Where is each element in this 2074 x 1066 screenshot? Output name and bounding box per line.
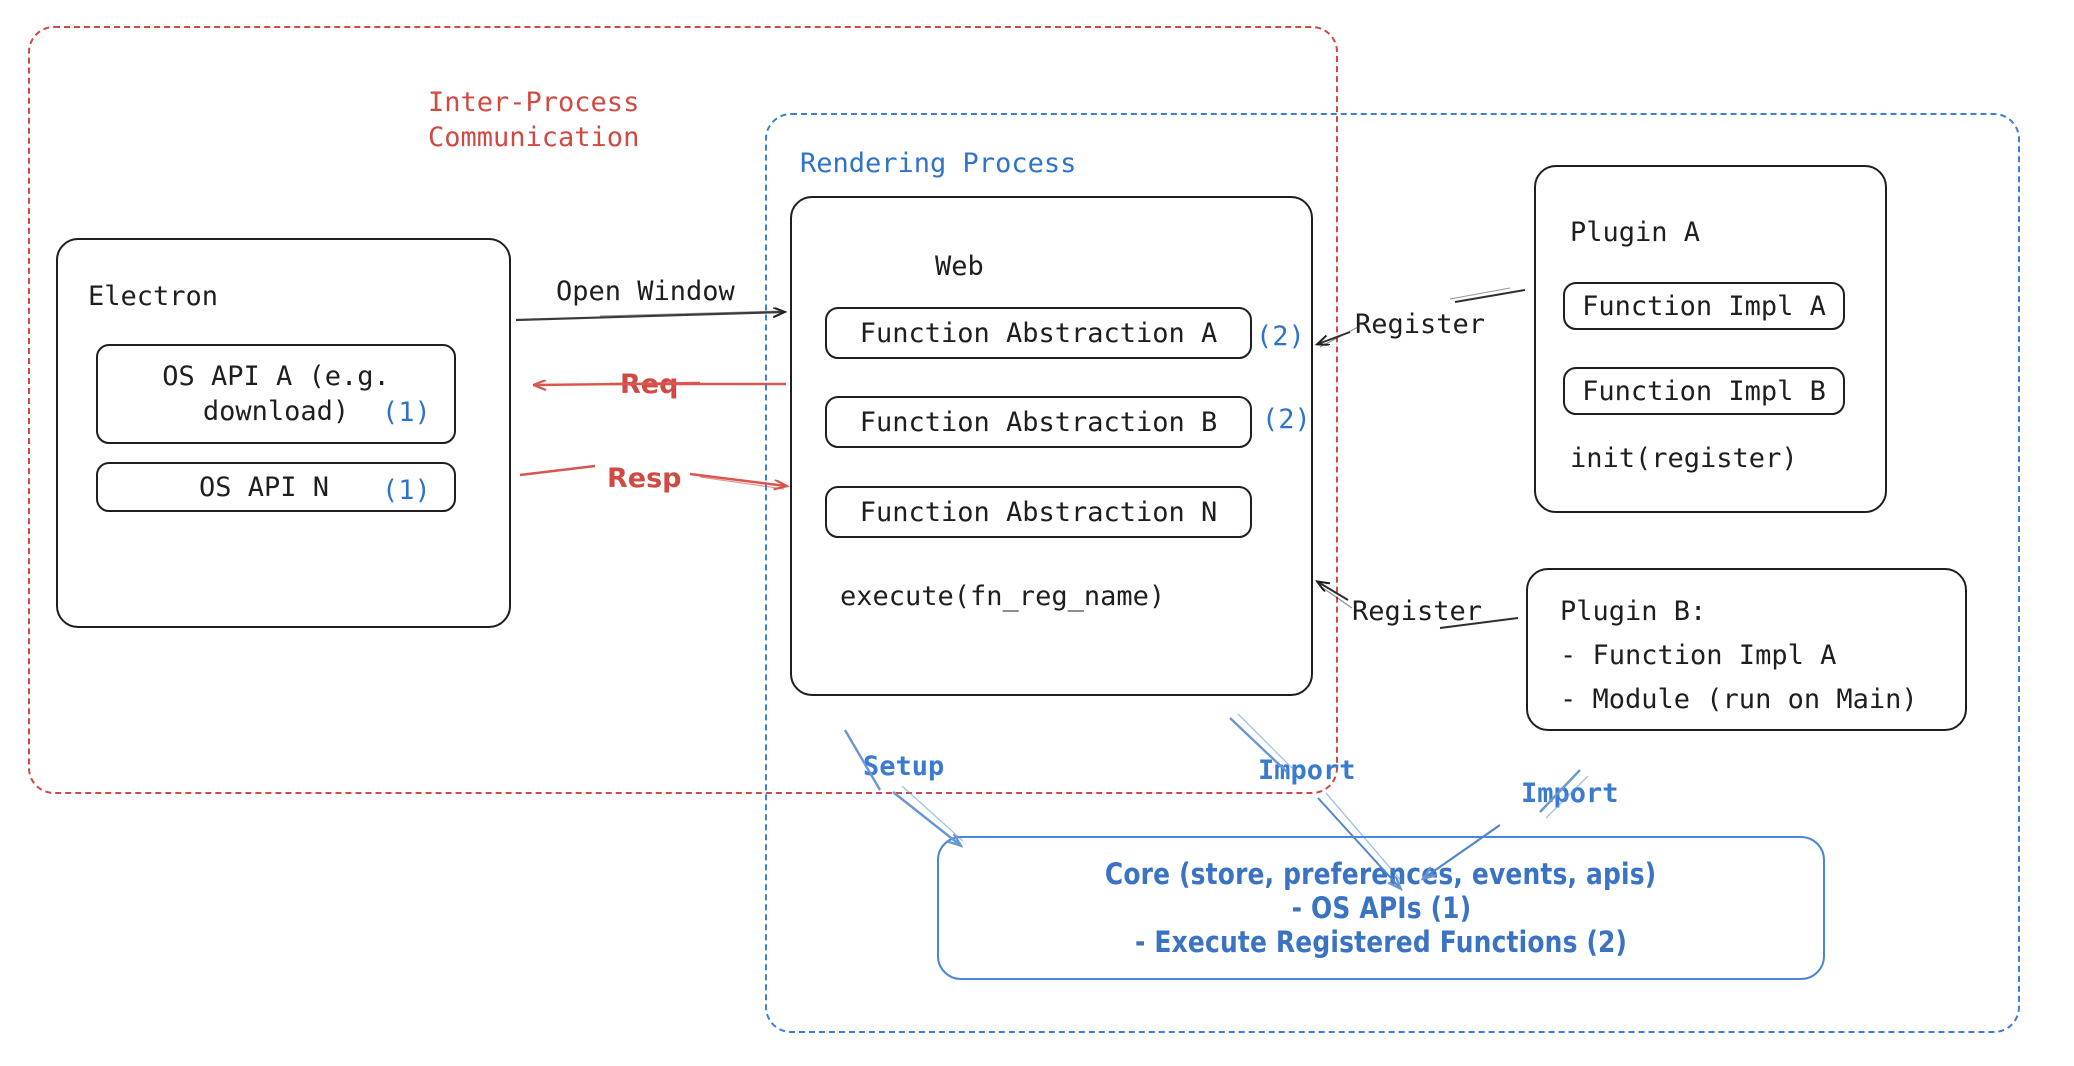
electron-title: Electron	[88, 281, 219, 312]
plugin-b-line-0: Plugin B:	[1560, 596, 1707, 627]
function-impl-b-label: Function Impl B	[1582, 375, 1826, 407]
edge-label-import-plugin-b: Import	[1521, 778, 1619, 809]
os-api-a-marker: (1)	[382, 397, 431, 428]
plugin-b-line-2: - Module (run on Main)	[1560, 684, 1918, 715]
os-api-n-marker: (1)	[382, 475, 431, 506]
edge-label-resp: Resp	[607, 463, 682, 494]
os-api-n-box[interactable]: OS API N	[96, 462, 456, 512]
ipc-region-label: Inter-Process Communication	[428, 87, 640, 153]
plugin-a-title: Plugin A	[1570, 217, 1701, 248]
edge-label-register-plugin-b: Register	[1352, 596, 1483, 627]
function-abstraction-a-box[interactable]: Function Abstraction A	[825, 307, 1252, 359]
edge-label-open-window: Open Window	[556, 276, 735, 307]
function-abstraction-b-box[interactable]: Function Abstraction B	[825, 396, 1252, 448]
plugin-a-init-label: init(register)	[1570, 443, 1798, 474]
core-line-2: - Execute Registered Functions (2)	[1134, 925, 1628, 959]
web-title: Web	[935, 251, 984, 282]
function-impl-b-box[interactable]: Function Impl B	[1563, 367, 1845, 415]
edge-label-req: Req	[620, 369, 679, 400]
core-line-1: - OS APIs (1)	[1291, 891, 1471, 925]
os-api-a-box[interactable]: OS API A (e.g. download)	[96, 344, 456, 444]
core-box: Core (store, preferences, events, apis) …	[937, 836, 1825, 980]
web-execute-label: execute(fn_reg_name)	[840, 581, 1166, 612]
ipc-region-boundary	[28, 26, 1338, 794]
function-abstraction-b-label: Function Abstraction B	[859, 406, 1218, 438]
function-abstraction-n-box[interactable]: Function Abstraction N	[825, 486, 1252, 538]
function-abstraction-n-label: Function Abstraction N	[859, 496, 1218, 528]
function-abstraction-b-marker: (2)	[1262, 404, 1311, 435]
function-impl-a-label: Function Impl A	[1582, 290, 1826, 322]
rendering-process-region-boundary	[765, 113, 2020, 1033]
edge-label-register-plugin-a: Register	[1355, 309, 1486, 340]
edge-label-setup: Setup	[863, 751, 945, 782]
core-line-0: Core (store, preferences, events, apis)	[1105, 857, 1657, 891]
plugin-b-line-1: - Function Impl A	[1560, 640, 1837, 671]
function-impl-a-box[interactable]: Function Impl A	[1563, 282, 1845, 330]
os-api-n-label: OS API N	[198, 471, 330, 503]
rendering-process-label: Rendering Process	[800, 148, 1077, 179]
function-abstraction-a-marker: (2)	[1256, 321, 1305, 352]
edge-label-import-web: Import	[1258, 755, 1356, 786]
function-abstraction-a-label: Function Abstraction A	[859, 317, 1218, 349]
os-api-a-label: OS API A (e.g. download)	[162, 360, 390, 427]
plugin-b-box	[1526, 568, 1967, 731]
plugin-a-box	[1534, 165, 1887, 513]
